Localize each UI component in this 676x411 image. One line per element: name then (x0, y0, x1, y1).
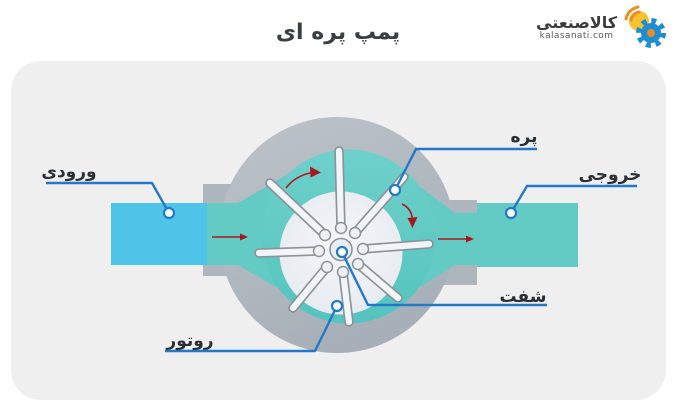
page-title: پمپ پره ای (275, 20, 401, 45)
vane-label: پره (511, 127, 538, 147)
vanes (254, 146, 434, 327)
outlet-pipe (477, 203, 578, 267)
vane-lower-right (351, 257, 403, 303)
callouts (46, 147, 637, 353)
vane-left (254, 244, 326, 258)
wifi-arc-outer (624, 5, 640, 21)
gear-wifi-logo-icon (624, 5, 666, 48)
vane-bottom (336, 265, 354, 327)
gear-teeth (636, 18, 666, 48)
rotation-arrow-top (285, 171, 313, 189)
rotor-leader-line (165, 305, 339, 353)
vane-leader-line (393, 147, 537, 191)
brand-logo: کالاصنعتی kalasanati.com (536, 5, 668, 51)
vane-top (334, 146, 348, 235)
wifi-arc-inner (629, 10, 641, 22)
shaft-marker-dot (335, 245, 349, 259)
rotation-arrow-right (401, 203, 414, 220)
vane-right (356, 239, 434, 256)
rotor-marker-dot (330, 299, 344, 313)
gear-icon (636, 18, 666, 48)
callout-labels: ورودی خروجی پره شفت روتور (41, 127, 641, 351)
rotor-label: روتور (165, 331, 213, 351)
gear-center-dot (647, 29, 655, 37)
outlet-label: خروجی (579, 165, 642, 185)
flow-arrows (212, 166, 474, 243)
inlet-label: ورودی (41, 162, 96, 182)
inlet-marker-dot (162, 206, 176, 220)
vane-lower-left (288, 260, 334, 313)
vane-marker-dot (388, 183, 402, 197)
inlet-pipe (111, 203, 207, 265)
brand-logo-text: کالاصنعتی kalasanati.com (536, 12, 617, 41)
shaft-leader-line (340, 251, 547, 307)
outlet-leader-line (509, 184, 637, 214)
brand-domain: kalasanati.com (539, 30, 614, 41)
outlet-marker-dot (504, 206, 518, 220)
shaft-label: شفت (500, 287, 547, 307)
brand-name: کالاصنعتی (536, 12, 617, 32)
vane-upper-left (265, 178, 332, 242)
inlet-leader-line (46, 181, 171, 214)
